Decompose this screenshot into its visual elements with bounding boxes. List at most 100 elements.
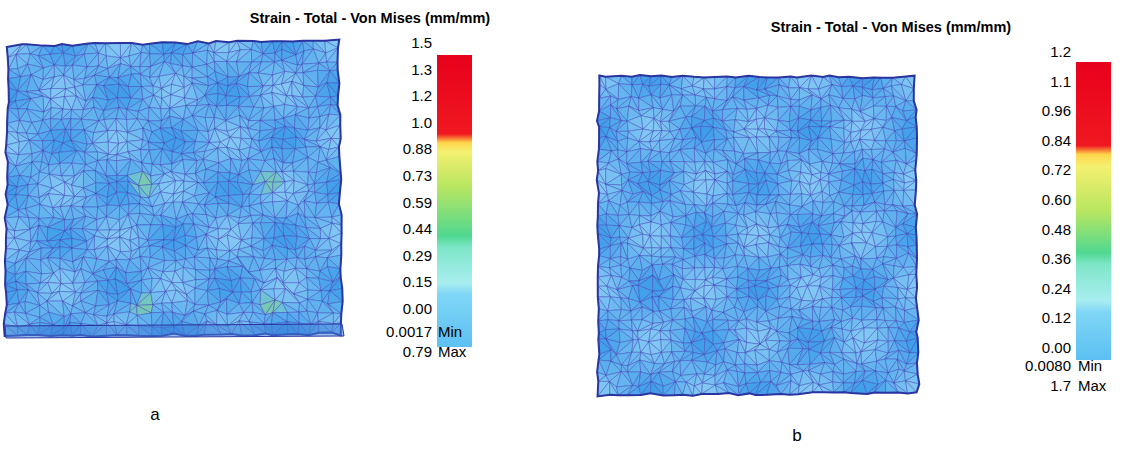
- mesh-element: [7, 290, 19, 305]
- mesh-element: [181, 131, 196, 142]
- mesh-element: [148, 225, 164, 241]
- mesh-element: [96, 194, 107, 208]
- mesh-element: [195, 130, 209, 142]
- mesh-element: [237, 49, 252, 62]
- mesh-element: [821, 105, 831, 121]
- mesh-element: [84, 130, 92, 145]
- mesh-element: [127, 192, 139, 204]
- mesh-element: [304, 201, 315, 218]
- mesh-element: [282, 60, 298, 73]
- mesh-element: [195, 270, 209, 280]
- mesh-element: [777, 96, 791, 107]
- mesh-element: [127, 109, 138, 118]
- mesh-element: [758, 118, 765, 129]
- mesh-element: [273, 182, 285, 193]
- mesh-element: [40, 204, 54, 217]
- mesh-element: [48, 247, 60, 258]
- mesh-element: [204, 169, 219, 183]
- mesh-element: [194, 257, 210, 270]
- mesh-element: [652, 141, 660, 152]
- mesh-element: [227, 147, 242, 160]
- mesh-element: [240, 115, 248, 128]
- mesh-element: [165, 194, 174, 203]
- mesh-element: [7, 229, 15, 238]
- mesh-element: [195, 291, 209, 306]
- mesh-element: [756, 118, 764, 129]
- mesh-element: [275, 201, 287, 218]
- mesh-element: [194, 257, 210, 270]
- mesh-element: [17, 120, 26, 133]
- mesh-element: [137, 293, 153, 306]
- mesh-element: [776, 120, 790, 131]
- mesh-element: [811, 107, 822, 121]
- mesh-element: [92, 131, 108, 144]
- mesh-element: [183, 215, 194, 224]
- mesh-element: [744, 129, 756, 138]
- mesh-element: [839, 108, 852, 121]
- mesh-element: [281, 81, 291, 95]
- mesh-element: [7, 123, 17, 132]
- mesh-element: [778, 106, 791, 121]
- mesh-element: [206, 234, 218, 250]
- mesh-element: [901, 84, 913, 100]
- mesh-element: [84, 53, 98, 67]
- mesh-element: [117, 181, 128, 192]
- mesh-element: [287, 312, 299, 323]
- mesh-element: [171, 172, 184, 182]
- mesh-element: [303, 73, 318, 87]
- mesh-element: [131, 53, 142, 67]
- mesh-element: [272, 245, 287, 259]
- mesh-element: [107, 314, 114, 323]
- mesh-element: [51, 96, 65, 109]
- mesh-element: [226, 96, 240, 106]
- mesh-element: [249, 206, 263, 215]
- mesh-element: [141, 280, 150, 293]
- mesh-element: [51, 75, 66, 89]
- mesh-element: [327, 83, 338, 98]
- mesh-element: [326, 125, 340, 138]
- mesh-element: [261, 95, 274, 108]
- mesh-element: [319, 53, 327, 63]
- mesh-element: [117, 182, 128, 193]
- mesh-element: [116, 252, 130, 260]
- mesh-element: [251, 49, 263, 62]
- mesh-element: [274, 106, 284, 120]
- mesh-element: [874, 106, 886, 120]
- mesh-element: [236, 83, 249, 96]
- mesh-element: [108, 119, 117, 131]
- mesh-element: [204, 172, 219, 183]
- mesh-element: [63, 96, 72, 109]
- mesh-element: [273, 182, 286, 193]
- mesh-element: [272, 245, 287, 259]
- mesh-element: [822, 105, 832, 121]
- mesh-element: [303, 70, 318, 87]
- mesh-element: [839, 98, 852, 109]
- mesh-element: [215, 197, 229, 204]
- mesh-element: [192, 204, 206, 215]
- mesh-element: [229, 175, 239, 182]
- mesh-element: [307, 299, 318, 313]
- mesh-element: [839, 108, 852, 121]
- mesh-element: [283, 224, 297, 237]
- mesh-element: [617, 109, 627, 121]
- mesh-element: [138, 171, 151, 185]
- mesh-element: [171, 172, 185, 182]
- mesh-element: [43, 108, 52, 121]
- mesh-element: [282, 172, 294, 182]
- mesh-element: [248, 257, 259, 272]
- mesh-element: [330, 62, 338, 71]
- mesh-element: [258, 62, 274, 75]
- mesh-element: [87, 236, 95, 250]
- mesh-element: [669, 85, 682, 95]
- mesh-element: [205, 104, 214, 117]
- mesh-element: [230, 127, 241, 139]
- mesh-element: [295, 137, 306, 149]
- mesh-element: [206, 234, 216, 250]
- mesh-element: [151, 305, 163, 313]
- mesh-element: [16, 281, 28, 290]
- mesh-element: [110, 220, 120, 230]
- mesh-element: [138, 186, 148, 198]
- mesh-element: [317, 195, 329, 204]
- mesh-element: [744, 129, 758, 137]
